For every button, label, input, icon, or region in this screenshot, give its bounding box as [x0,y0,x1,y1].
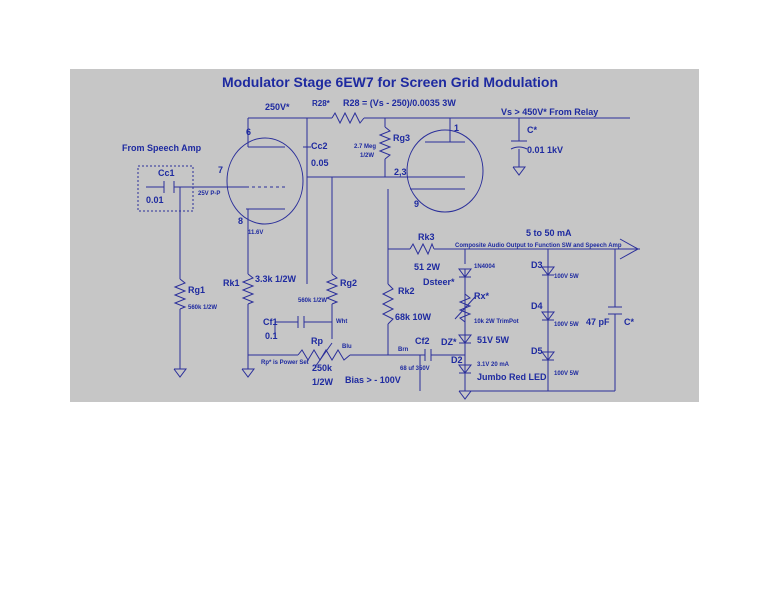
wires [146,117,640,392]
label-cc1-value: 0.01 [146,195,164,205]
label-d3: D3 [531,260,543,270]
tube-6ew7-right [406,129,484,213]
dsteer-diode [458,268,472,278]
d4-diode [541,311,555,321]
label-rg1-value: 560k 1/2W [188,305,217,311]
rg2-resistor [325,273,339,305]
label-rg2-value: 560k 1/2W [298,298,327,304]
label-rp-watt: 1/2W [312,377,334,387]
label-dsteer: Dsteer* [423,277,455,287]
rk1-resistor [241,273,255,305]
label-c-star-value: 0.01 1kV [527,145,563,155]
diodes [458,266,555,374]
diagram-title: Modulator Stage 6EW7 for Screen Grid Mod… [222,74,558,90]
label-range: 5 to 50 mA [526,228,572,238]
label-c-star-right: C* [624,317,634,327]
label-pin8: 8 [238,216,243,226]
label-dz: DZ* [441,337,457,347]
label-d5: D5 [531,346,543,356]
label-cf2: Cf2 [415,336,430,346]
label-c-star-top: C* [527,125,537,135]
label-rx: Rx* [474,291,490,301]
rg1-resistor [173,278,187,310]
label-cf1: Cf1 [263,317,278,327]
label-rp-note: Rp* is Power Set [261,360,309,366]
rk3-resistor [409,242,435,256]
label-from-speech-amp: From Speech Amp [122,143,202,153]
label-cc2: Cc2 [311,141,328,151]
label-rg3-value2: 1/2W [360,153,374,159]
label-47pf: 47 pF [586,317,610,327]
label-d2-value: 3.1V 20 mA [477,362,510,368]
schematic-panel: Modulator Stage 6EW7 for Screen Grid Mod… [70,69,699,402]
capacitors [297,140,622,361]
label-composite: Composite Audio Output to Function SW an… [455,243,622,249]
schematic-diagram: Modulator Stage 6EW7 for Screen Grid Mod… [70,69,699,402]
label-blu: Blu [342,344,352,350]
label-led: Jumbo Red LED [477,372,547,382]
label-d2: D2 [451,355,463,365]
label-bias: Bias > - 100V [345,375,401,385]
label-dz-value: 51V 5W [477,335,510,345]
label-pin7: 7 [218,165,223,175]
label-cf1-value: 0.1 [265,331,278,341]
label-rg2: Rg2 [340,278,357,288]
label-1n4004: 1N4004 [474,264,496,270]
label-11-6v: 11.6V [248,230,263,236]
label-250v: 250V* [265,102,290,112]
input-box [137,165,194,212]
label-cc1: Cc1 [158,168,175,178]
label-rk2: Rk2 [398,286,415,296]
label-r28-formula: R28 = (Vs - 250)/0.0035 3W [343,98,456,108]
label-pin23: 2,3 [394,167,407,177]
resistors [173,111,476,368]
label-d4: D4 [531,301,543,311]
label-vs-relay: Vs > 450V* From Relay [501,107,598,117]
tube-6ew7-left [226,137,304,225]
rk2-resistor [381,283,395,325]
label-d5-value: 100V 5W [554,371,579,377]
label-rx-value: 10k 2W TrimPot [474,319,519,325]
label-rg1: Rg1 [188,285,205,295]
label-pin6: 6 [246,127,251,137]
label-rk3: Rk3 [418,232,435,242]
label-rg3: Rg3 [393,133,410,143]
label-d3-value: 100V 5W [554,274,579,280]
dz-diode [458,334,472,344]
r28-resistor [331,111,365,125]
label-pin9: 9 [414,199,419,209]
d2-led [458,364,472,374]
label-rg3-value1: 2.7 Meg [354,144,376,150]
grounds [173,166,526,400]
label-brn: Brn [398,347,409,353]
label-cc2-value: 0.05 [311,158,329,168]
labels: 250V* R28* R28 = (Vs - 250)/0.0035 3W Vs… [122,98,634,387]
d3-diode [541,266,555,276]
label-rk2-value: 68k 10W [395,312,432,322]
d5-diode [541,351,555,361]
label-d4-value: 100V 5W [554,322,579,328]
label-rk1: Rk1 [223,278,240,288]
label-rk1-value: 3.3k 1/2W [255,274,297,284]
label-cf2-value: 68 uf 350V [400,366,430,372]
rg3-resistor [378,126,392,160]
label-rp-value: 250k [312,363,333,373]
label-pin1: 1 [454,123,459,133]
label-25v-pp: 25V P-P [198,191,220,197]
label-rp: Rp [311,336,323,346]
label-wht: Wht [336,319,347,325]
label-r28: R28* [312,99,331,108]
label-rk3-value: 51 2W [414,262,441,272]
